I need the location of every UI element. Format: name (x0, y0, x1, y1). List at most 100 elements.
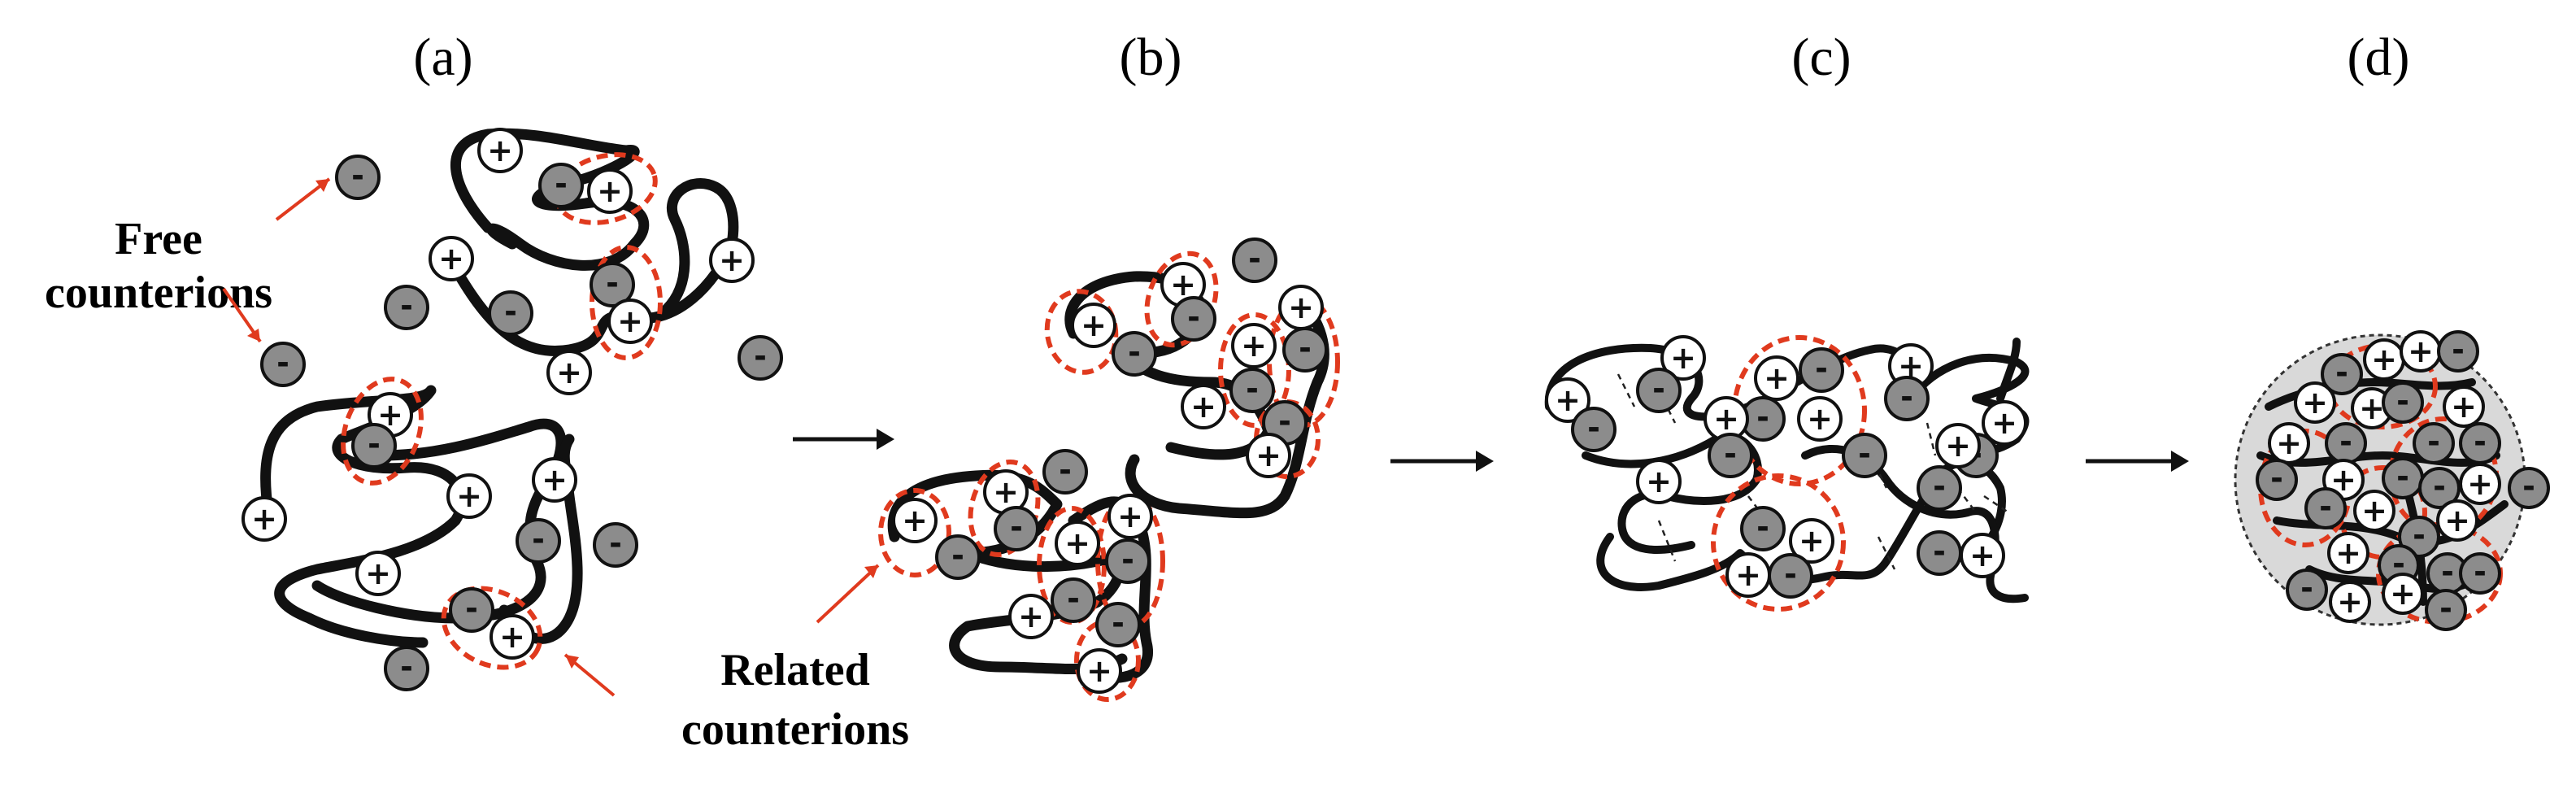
anion-circle (1112, 331, 1157, 377)
anion-circle (384, 646, 429, 691)
cation-symbol: + (1064, 525, 1090, 561)
anion: - (1768, 553, 1813, 599)
cation-circle (2382, 573, 2424, 615)
anion-symbol: - (465, 590, 478, 626)
anion: - (351, 423, 397, 468)
cation-circle (587, 168, 633, 214)
anion-symbol: - (1187, 299, 1200, 335)
anion: - (2321, 353, 2363, 395)
polymer-chain (1596, 458, 2006, 591)
anion-circle (516, 518, 561, 564)
cation-circle (2443, 386, 2485, 428)
anion-symbol: - (1059, 452, 1072, 488)
anion: - (2418, 467, 2461, 509)
panel-b: -+-+-++--+-+-+-+-++--+-+ (878, 237, 1340, 702)
polymer-chain (1068, 496, 1153, 684)
anion-circle (384, 285, 429, 330)
cation-circle (446, 473, 492, 519)
cation-circle (1107, 494, 1153, 539)
anion: - (2304, 487, 2347, 529)
anion: - (1917, 530, 1962, 576)
cation-symbol: + (597, 173, 623, 209)
anion-circle (1042, 449, 1088, 495)
cation-circle (429, 236, 474, 281)
ions-panel-b: -+-+-++--+-+-+-+-++--+-+ (892, 237, 1328, 694)
cation-symbol: + (542, 462, 568, 498)
anion-circle (2508, 467, 2550, 509)
cation-symbol: + (1086, 653, 1112, 689)
cation-symbol: + (1764, 360, 1790, 396)
cation-circle (1789, 518, 1834, 564)
arrow-head (864, 565, 878, 578)
crosslink (1983, 495, 2009, 514)
panel-label-c: (c) (1791, 28, 1851, 87)
cation-symbol: + (2390, 576, 2416, 612)
anion-symbol: - (2396, 459, 2409, 495)
anion: - (384, 285, 429, 330)
cation-symbol: + (617, 303, 643, 339)
cation-circle (1982, 400, 2027, 446)
anion-symbol: - (1299, 330, 1312, 366)
cation: + (2400, 330, 2442, 373)
anion: - (1740, 506, 1786, 551)
anion-circle (2459, 552, 2501, 595)
anion: - (2459, 552, 2501, 595)
cation-symbol: + (487, 133, 513, 168)
cation: + (2459, 463, 2501, 505)
cation: + (2327, 532, 2369, 574)
ion-pair-ring (341, 377, 424, 486)
anion: - (260, 342, 306, 387)
anion-circle (1799, 347, 1844, 393)
anion-circle (590, 262, 635, 307)
anion-symbol: - (555, 166, 568, 202)
anion-circle (935, 534, 981, 580)
anion-symbol: - (2474, 424, 2487, 460)
crosslink (1657, 520, 1677, 562)
cation: + (1725, 552, 1771, 598)
anion: - (538, 163, 584, 208)
anion-symbol: - (2392, 546, 2405, 582)
cation-symbol: + (1117, 499, 1143, 534)
cation-symbol: + (1807, 401, 1833, 437)
anion-circle (351, 423, 397, 468)
cation: + (446, 473, 492, 519)
cation: + (1055, 521, 1100, 566)
cation-circle (2459, 463, 2501, 505)
related-counterions-label-line2: counterions (681, 704, 909, 755)
cation-symbol: + (456, 478, 482, 514)
cation-symbol: + (556, 355, 582, 390)
cation-symbol: + (499, 619, 525, 655)
cation: + (1278, 285, 1324, 330)
ions-panel-d: -++-++-+-+---+--+--+-++--+-+-- (2256, 330, 2550, 631)
cation-symbol: + (1799, 523, 1825, 559)
anion-symbol: - (1121, 542, 1134, 577)
cation-symbol: + (1735, 557, 1761, 593)
cation: + (2436, 499, 2478, 542)
anion-symbol: - (951, 538, 964, 573)
anion: - (593, 522, 638, 568)
cation-symbol: + (438, 241, 464, 277)
cation-symbol: + (1288, 290, 1314, 325)
cation: + (1181, 384, 1226, 429)
cation-symbol: + (1081, 307, 1107, 343)
ion-pair-ring (441, 586, 543, 670)
anion-symbol: - (754, 338, 767, 374)
anion: - (2437, 330, 2479, 373)
anion-circle (1229, 368, 1275, 413)
anion: - (1051, 577, 1096, 623)
anion-symbol: - (2339, 424, 2352, 460)
cation-circle (242, 496, 287, 542)
free-counterions-label-line2: counterions (45, 268, 272, 318)
crosslink (1925, 422, 1937, 456)
panel-c: +-+-+--++-+-+-+-++--+-+- (1544, 335, 2030, 612)
anion-symbol: - (1278, 403, 1291, 439)
cation-circle (1077, 648, 1122, 694)
anion: - (2256, 459, 2298, 501)
anion-circle (593, 522, 638, 568)
cation-circle (2353, 490, 2395, 532)
anion: - (488, 290, 533, 336)
cation-circle (1797, 396, 1843, 442)
anion-symbol: - (1724, 436, 1737, 472)
anion-circle (1051, 577, 1096, 623)
